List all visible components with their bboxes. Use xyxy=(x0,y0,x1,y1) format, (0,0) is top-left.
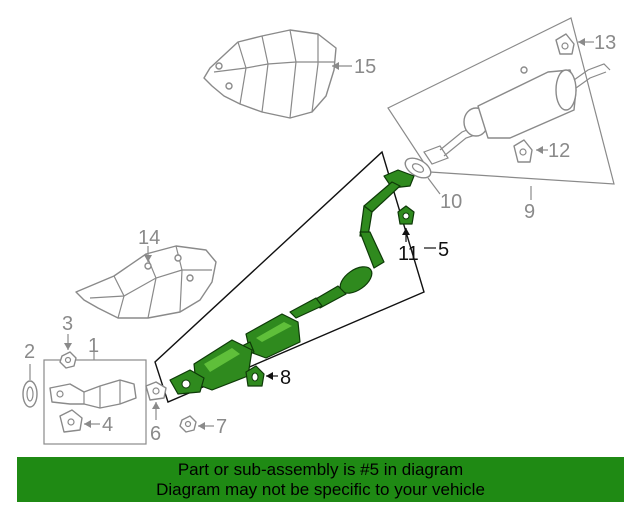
muffler-group-box xyxy=(387,17,615,185)
part-2-gasket[interactable] xyxy=(22,380,38,408)
part-3-nut[interactable] xyxy=(59,351,77,369)
callout-2[interactable]: 2 xyxy=(24,341,35,363)
callout-10[interactable]: 10 xyxy=(440,191,462,213)
arrow-11 xyxy=(402,228,410,235)
arrow-7 xyxy=(198,422,205,430)
part-13-hanger[interactable] xyxy=(555,33,575,55)
callout-9[interactable]: 9 xyxy=(524,201,535,223)
assembly-5-box xyxy=(154,150,425,403)
part-7-nut[interactable] xyxy=(179,415,197,433)
callout-7[interactable]: 7 xyxy=(216,416,227,438)
manifold-group-box xyxy=(43,359,147,445)
notice-banner: Part or sub-assembly is #5 in diagram Di… xyxy=(17,457,624,502)
part-10-gasket[interactable] xyxy=(402,154,434,182)
callout-14[interactable]: 14 xyxy=(138,227,160,249)
arrow-13 xyxy=(578,38,585,46)
arrow-4 xyxy=(84,420,91,428)
leader-10 xyxy=(427,177,441,195)
banner-line-2: Diagram may not be specific to your vehi… xyxy=(156,479,485,499)
callout-15[interactable]: 15 xyxy=(354,56,376,78)
part-14-heat-shield[interactable] xyxy=(75,245,217,319)
arrow-3 xyxy=(64,343,72,350)
callout-12[interactable]: 12 xyxy=(548,140,570,162)
arrow-15 xyxy=(332,62,339,70)
part-11-insulator[interactable] xyxy=(397,205,415,225)
arrow-14 xyxy=(144,255,152,262)
part-8-gasket[interactable] xyxy=(245,365,265,387)
part-5-exhaust-pipe[interactable] xyxy=(169,169,415,395)
callout-13[interactable]: 13 xyxy=(594,32,616,54)
arrow-6 xyxy=(152,402,160,409)
part-1-exhaust-manifold[interactable] xyxy=(49,379,137,409)
arrow-8 xyxy=(266,372,273,380)
part-12-hanger[interactable] xyxy=(513,139,533,163)
exhaust-parts-diagram: 15 9 13 12 10 5 xyxy=(22,17,616,445)
part-15-heat-shield[interactable] xyxy=(203,29,337,119)
part-9-muffler[interactable] xyxy=(423,63,611,165)
callout-11[interactable]: 11 xyxy=(398,243,419,265)
part-4-gasket[interactable] xyxy=(59,409,83,433)
callout-4[interactable]: 4 xyxy=(102,414,113,436)
arrow-12 xyxy=(536,146,543,154)
callout-5[interactable]: 5 xyxy=(438,239,449,261)
part-6-gasket[interactable] xyxy=(145,381,167,401)
callout-1[interactable]: 1 xyxy=(88,335,99,357)
callout-6[interactable]: 6 xyxy=(150,423,161,445)
callout-8[interactable]: 8 xyxy=(280,367,291,389)
callout-3[interactable]: 3 xyxy=(62,313,73,335)
banner-line-1: Part or sub-assembly is #5 in diagram xyxy=(177,459,464,479)
